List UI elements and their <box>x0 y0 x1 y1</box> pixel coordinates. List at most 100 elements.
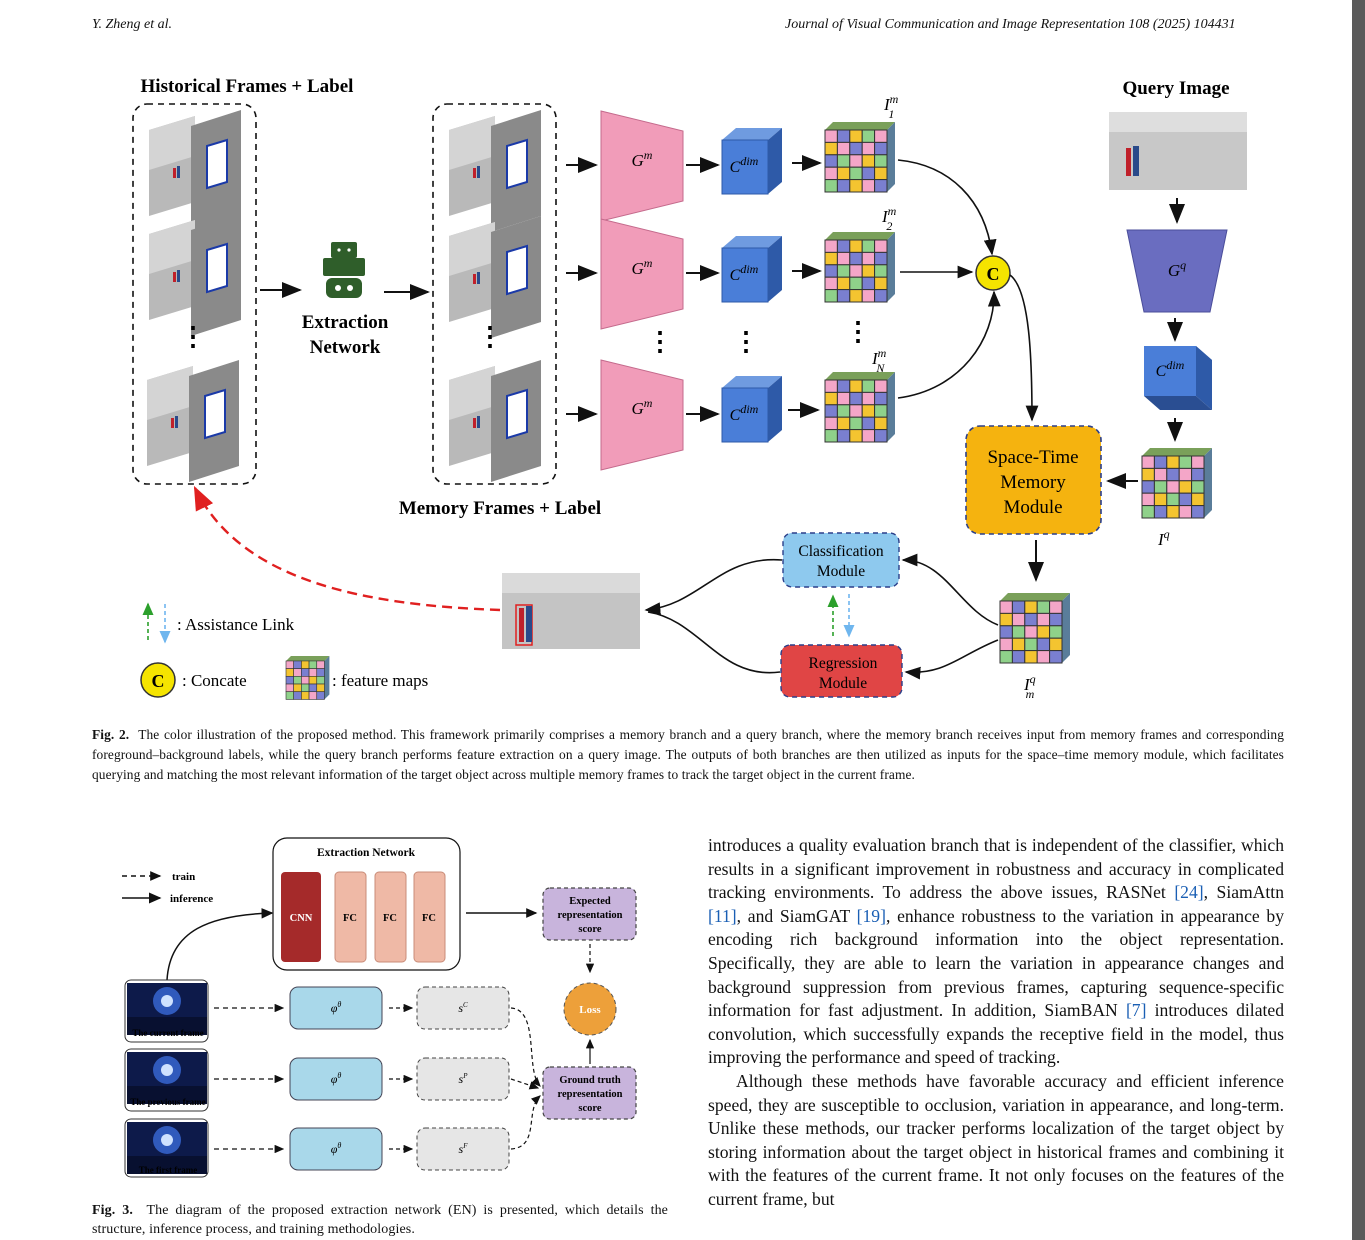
svg-text:score: score <box>578 1103 601 1114</box>
historical-frame-n <box>146 359 240 483</box>
first-frame-thumb: The first frame <box>124 1118 209 1178</box>
extraction-network-label-1: Extraction <box>302 312 389 333</box>
figure-3: train inference Extraction Network CNN F… <box>122 837 637 1178</box>
svg-text:score: score <box>578 924 601 935</box>
ref-7-link[interactable]: [7] <box>1125 1000 1147 1021</box>
classification-module <box>782 532 900 588</box>
running-header-authors: Y. Zheng et al. <box>92 17 172 32</box>
ref-24-link[interactable]: [24] <box>1174 882 1204 903</box>
svg-text:Cdim: Cdim <box>1156 358 1185 380</box>
feedback-arrow <box>193 485 501 612</box>
svg-text:sC: sC <box>458 1001 468 1015</box>
svg-text:CNN: CNN <box>290 913 313 924</box>
extraction-network-label-2: Network <box>310 337 381 358</box>
legend-assistance-link: : Assistance Link <box>177 615 295 634</box>
phi-row-previous: φθ sP <box>214 1057 510 1101</box>
previous-frame-thumb: The previous frame <box>124 1048 209 1112</box>
svg-text:FC: FC <box>383 913 397 924</box>
svg-text:⋮: ⋮ <box>647 327 673 356</box>
fc-block-2 <box>374 871 407 963</box>
historical-frame-1 <box>148 109 242 233</box>
figure-2-caption: Fig. 2. The color illustration of the pr… <box>92 727 1285 782</box>
svg-text:φθ: φθ <box>331 1071 342 1086</box>
svg-text:⋮: ⋮ <box>845 317 871 346</box>
svg-text:The first frame: The first frame <box>139 1165 197 1175</box>
query-cdim-cube <box>1144 346 1212 410</box>
memory-frame-n <box>448 359 542 483</box>
figure-3-caption: Fig. 3. The diagram of the proposed extr… <box>92 1203 668 1237</box>
query-image <box>1109 112 1247 190</box>
memory-frames-title: Memory Frames + Label <box>399 498 601 519</box>
page-edge-strip <box>1352 0 1365 1240</box>
svg-text:⋮: ⋮ <box>733 327 759 356</box>
legend-inference: inference <box>170 893 213 905</box>
svg-text:Extraction Network: Extraction Network <box>317 847 416 859</box>
historical-frame-2 <box>148 213 242 337</box>
legend-concate: : Concate <box>182 671 247 690</box>
query-encoder-gq <box>1126 229 1228 313</box>
memory-frame-1 <box>448 109 542 233</box>
svg-text:Expected: Expected <box>569 896 611 907</box>
svg-text:FC: FC <box>422 913 436 924</box>
legend-feature-maps: : feature maps <box>332 671 428 690</box>
tracking-result-image <box>502 573 640 649</box>
historical-frames-title: Historical Frames + Label <box>141 76 354 97</box>
fc-block-1 <box>334 871 367 963</box>
expected-representation-score <box>542 887 637 941</box>
historical-frames-box <box>132 103 257 485</box>
svg-text:Module: Module <box>817 563 865 580</box>
svg-text:Regression: Regression <box>809 655 878 672</box>
svg-text:Space-Time: Space-Time <box>987 447 1078 468</box>
svg-text:Loss: Loss <box>579 1004 601 1016</box>
encoder-gm-n: Gm <box>632 396 653 418</box>
svg-text:Memory: Memory <box>1000 472 1066 493</box>
phi-row-current: φθ sC <box>214 986 510 1030</box>
robot-icon <box>323 242 365 298</box>
svg-text:Module: Module <box>819 675 867 692</box>
regression-module <box>780 644 903 698</box>
svg-text:FC: FC <box>343 913 357 924</box>
cdim-n: Cdim <box>730 402 759 424</box>
svg-text:Gq: Gq <box>1168 258 1186 280</box>
encoder-gm-1: Gm <box>632 148 653 170</box>
cnn-block <box>281 872 321 962</box>
svg-text:representation: representation <box>558 910 623 921</box>
running-header-journal: Journal of Visual Communication and Imag… <box>785 17 1236 32</box>
svg-text:The current frame: The current frame <box>132 1028 203 1038</box>
fc-block-3 <box>413 871 446 963</box>
phi-row-first: φθ sF <box>214 1127 510 1171</box>
ref-19-link[interactable]: [19] <box>856 905 886 926</box>
svg-text:sF: sF <box>459 1142 469 1156</box>
concat-node <box>975 255 1011 291</box>
space-time-memory-module <box>965 425 1102 535</box>
svg-text:Module: Module <box>1003 497 1062 518</box>
loss-node <box>563 982 617 1036</box>
encoder-gm-2: Gm <box>632 256 653 278</box>
ground-truth-representation-score <box>542 1066 637 1120</box>
cdim-1: Cdim <box>730 154 759 176</box>
svg-text:⋮: ⋮ <box>477 322 503 351</box>
current-frame-thumb: The current frame <box>124 979 209 1043</box>
query-feature-map <box>1141 447 1213 519</box>
svg-text:Ground truth: Ground truth <box>559 1075 621 1086</box>
svg-text:φθ: φθ <box>331 1000 342 1015</box>
ref-11-link[interactable]: [11] <box>708 905 737 926</box>
body-paragraph-1: introduces a quality evaluation branch t… <box>708 835 1285 1068</box>
svg-text:Classification: Classification <box>798 543 883 560</box>
query-image-title: Query Image <box>1122 78 1229 99</box>
svg-text:representation: representation <box>558 1089 623 1100</box>
memory-frame-2 <box>448 215 542 339</box>
ellipsis-vertical: ⋮ <box>180 322 206 351</box>
body-text-column: introduces a quality evaluation branch t… <box>708 834 1284 1212</box>
svg-text:C: C <box>152 671 165 691</box>
memory-frames-box <box>432 103 557 485</box>
cdim-2: Cdim <box>730 262 759 284</box>
figure-2: Historical Frames + Label ⋮ Extraction N… <box>132 76 1247 701</box>
svg-text:φθ: φθ <box>331 1141 342 1156</box>
